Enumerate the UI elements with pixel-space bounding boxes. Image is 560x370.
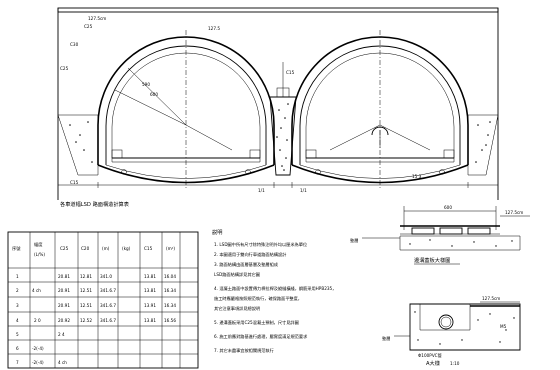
ground-line-top — [57, 7, 499, 13]
svg-text:341.0: 341.0 — [100, 274, 112, 279]
svg-text:4: 4 — [16, 318, 19, 323]
table-title: 各車道幅LSD 路面構造計算表 — [60, 200, 130, 208]
svg-text:13.81: 13.81 — [144, 288, 156, 293]
label-radius-2: 600 — [150, 92, 158, 97]
svg-text:-2(-4): -2(-4) — [32, 360, 44, 365]
table-row: 7 -2(-4) 4 ch — [16, 360, 67, 365]
table-row: 5 2 4 — [16, 332, 65, 337]
svg-text:16.56: 16.56 — [164, 318, 176, 323]
header-c20: C20 — [81, 246, 90, 251]
svg-text:16.34: 16.34 — [164, 288, 176, 293]
right-fill-wedge — [467, 114, 499, 176]
svg-text:13.91: 13.91 — [144, 303, 156, 308]
svg-text:12.81: 12.81 — [80, 274, 92, 279]
svg-text:4 ch: 4 ch — [58, 360, 67, 365]
table-row: 2 4 ch 20.91 12.51 341.6.7 13.81 16.34 — [16, 288, 176, 293]
detail-bottom-label: 127.5cm — [482, 296, 500, 301]
svg-text:20.92: 20.92 — [58, 318, 70, 323]
label-c25-side: C25 — [60, 66, 69, 71]
svg-text:2 0: 2 0 — [34, 318, 41, 323]
svg-text:16.34: 16.34 — [164, 303, 176, 308]
label-radius-1: 590 — [142, 82, 150, 87]
note-line: 5. 邊溝蓋板采用C25混凝土預制，尺寸見詳圖 — [214, 319, 299, 326]
quantity-table: 各車道幅LSD 路面構造計算表 序號 幅度 (L/%) C25 C20 (m) … — [7, 200, 199, 369]
note-line: 其它注意事項詳見總說明 — [214, 305, 260, 312]
table-row: 3 20.91 12.51 341.6.7 13.91 16.34 — [16, 303, 176, 308]
note-line: 2. 本圖適用于雙向行車道路面結構設計 — [214, 251, 286, 258]
svg-text:13.81: 13.81 — [144, 274, 156, 279]
label-c25-top: C25 — [84, 24, 93, 29]
notes-heading: 説明 — [212, 228, 222, 236]
header-width: 幅度 — [34, 241, 43, 248]
label-c15-mid: C15 — [286, 70, 295, 75]
svg-text:341.6.7: 341.6.7 — [100, 318, 116, 323]
table-row: 1 20.81 12.81 341.0 13.81 16.04 — [16, 274, 176, 279]
svg-text:16.04: 16.04 — [164, 274, 176, 279]
svg-text:12.52: 12.52 — [80, 318, 92, 323]
label-arch: 127.5 — [208, 26, 220, 31]
label-bottom-right: 15 3 — [412, 174, 422, 179]
table-frame — [7, 231, 199, 369]
header-m2: (m²) — [166, 246, 175, 251]
svg-text:20.81: 20.81 — [58, 274, 70, 279]
svg-text:3: 3 — [16, 303, 19, 308]
svg-text:1: 1 — [16, 274, 19, 279]
note-line: LSD路面結構詳見其它圖 — [214, 271, 260, 278]
header-no: 序號 — [12, 245, 21, 252]
left-fill-wedge — [57, 114, 99, 176]
label-dim-left: 1/1 — [258, 188, 265, 193]
detail-bottom-note: Φ100PVC管 — [418, 352, 442, 359]
right-tunnel-inner-lining — [299, 45, 461, 165]
left-tunnel-inner-lining — [105, 45, 267, 165]
svg-text:4 ch: 4 ch — [32, 288, 41, 293]
note-line: 1. LSD圖中所有尺寸除特殊注明外均以厘米為單位 — [214, 241, 307, 248]
svg-text:12.51: 12.51 — [80, 288, 92, 293]
note-line: 6. 施工前應對路基進行處理，壓實度滿足規范要求 — [214, 333, 308, 340]
svg-text:-2(-4): -2(-4) — [32, 346, 44, 351]
label-c30: C30 — [70, 42, 79, 47]
detail-bottom-caption: A大樣 — [426, 359, 441, 367]
svg-text:20.91: 20.91 — [58, 288, 70, 293]
note-line: 4. 混凝土路面中設置傳力桿拉桿及縱縫橫縫，鋼筋采用HPB235， — [214, 285, 336, 292]
svg-text:7: 7 — [16, 360, 19, 365]
tunnel-cross-section: 127.5cm C25 C30 C25 C15 590 600 C15 1/1 … — [57, 7, 499, 200]
svg-text:2: 2 — [16, 288, 19, 293]
header-c15: C15 — [144, 246, 153, 251]
note-line: 3. 路面結構由面層基層及墊層組成 — [214, 261, 278, 268]
note-line: 施工時應嚴格按照規范執行，確保路面平整度， — [214, 295, 302, 302]
detail-top-label: 127.5cm — [505, 210, 523, 215]
detail-bottom-scale: 1:10 — [450, 361, 460, 366]
middle-pillar-hatch — [276, 103, 289, 171]
table-row: 4 2 0 20.92 12.52 341.6.7 13.81 16.56 — [16, 318, 176, 323]
svg-text:341.6.7: 341.6.7 — [100, 303, 116, 308]
cover-plate-detail: 600 127.5cm 墊層 邊溝蓋板大樣圖 — [350, 205, 530, 265]
detail-top-caption: 邊溝蓋板大樣圖 — [414, 256, 450, 264]
svg-text:12.51: 12.51 — [80, 303, 92, 308]
header-kg: (kg) — [122, 246, 131, 251]
label-dim-right: 1/1 — [300, 188, 307, 193]
svg-text:20.91: 20.91 — [58, 303, 70, 308]
header-c25: C25 — [60, 246, 69, 251]
svg-text:341.6.7: 341.6.7 — [100, 288, 116, 293]
svg-text:6: 6 — [16, 346, 19, 351]
note-line: 7. 其它未盡事宜按相關規范執行 — [214, 347, 274, 354]
detail-top-dim: 600 — [444, 205, 452, 210]
drain-pipe-detail: 127.5cm M5 墊層 Φ100PVC管 A大樣 1:10 — [382, 296, 521, 367]
svg-text:2 4: 2 4 — [58, 332, 65, 337]
svg-text:13.81: 13.81 — [144, 318, 156, 323]
header-m: (m) — [102, 246, 110, 251]
header-slope: (L/%) — [34, 252, 45, 257]
svg-text:5: 5 — [16, 332, 19, 337]
pvc-pipe — [438, 314, 454, 330]
notes-block: 説明 1. LSD圖中所有尺寸除特殊注明外均以厘米為單位 2. 本圖適用于雙向行… — [212, 228, 336, 354]
detail-bottom-right: M5 — [500, 324, 507, 329]
label-c15-bottom: C15 — [70, 180, 79, 185]
detail-bottom-side: 墊層 — [382, 335, 390, 342]
table-row: 6 -2(-4) — [16, 346, 44, 351]
detail-top-side: 墊層 — [350, 237, 358, 244]
label-127-5: 127.5cm — [88, 16, 106, 21]
